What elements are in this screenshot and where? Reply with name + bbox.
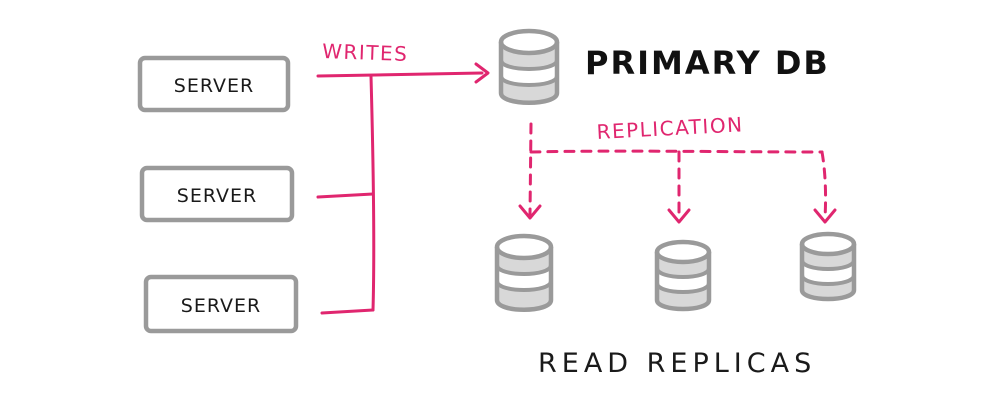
server-box xyxy=(137,55,291,113)
replication-line-down xyxy=(528,122,533,216)
server-label: SERVER xyxy=(177,185,257,207)
database-icon xyxy=(498,28,560,105)
arrowhead-icon xyxy=(813,208,837,224)
replication-line-horizontal xyxy=(529,149,824,154)
server-label: SERVER xyxy=(174,75,254,97)
server-node-1: SERVER xyxy=(137,55,291,113)
writes-line-top xyxy=(316,71,484,78)
replica-db-3 xyxy=(799,231,857,302)
replica-db-1 xyxy=(494,233,554,312)
server-box xyxy=(139,165,295,223)
replication-label: REPLICATION xyxy=(596,112,744,144)
primary-db-label: PRIMARY DB xyxy=(585,44,830,82)
writes-connector xyxy=(316,62,490,315)
database-icon xyxy=(654,239,712,312)
read-replicas-label: READ REPLICAS xyxy=(538,348,816,379)
writes-line-bottom xyxy=(320,308,375,315)
server-node-2: SERVER xyxy=(139,165,295,223)
arrowhead-icon xyxy=(474,62,490,84)
server-box xyxy=(143,274,299,334)
arrowhead-icon xyxy=(518,204,542,220)
database-icon xyxy=(799,231,857,302)
arrowhead-icon xyxy=(667,208,691,224)
server-label: SERVER xyxy=(181,295,261,317)
database-icon xyxy=(494,233,554,312)
server-node-3: SERVER xyxy=(143,274,299,334)
replication-connector xyxy=(528,122,828,220)
writes-label: WRITES xyxy=(322,39,409,66)
replication-line-right xyxy=(820,150,828,220)
writes-line-middle xyxy=(316,192,375,199)
primary-db: PRIMARY DB xyxy=(498,28,830,105)
replication-arrowheads xyxy=(518,204,837,224)
replica-db-2 xyxy=(654,239,712,312)
